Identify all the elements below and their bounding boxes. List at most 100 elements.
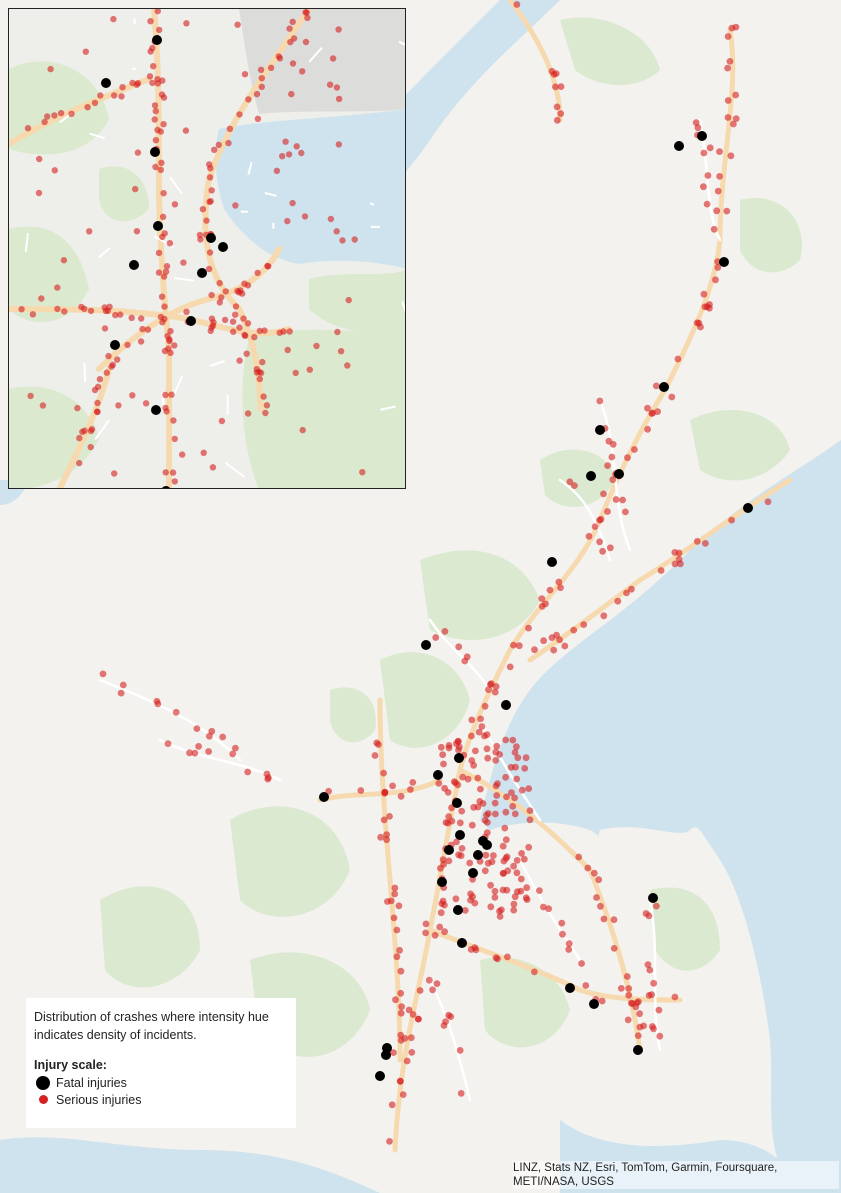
inset-serious-crash-dot: [163, 408, 170, 415]
serious-crash-dot: [726, 58, 734, 65]
serious-crash-dot: [506, 663, 514, 671]
legend-scale-title: Injury scale:: [34, 1058, 107, 1072]
inset-serious-crash-dot: [87, 443, 94, 451]
major-road-6: [377, 697, 403, 1063]
serious-crash-dot: [487, 903, 495, 911]
inset-serious-crash-dot: [208, 187, 215, 194]
serious-crash-dot: [436, 923, 444, 931]
inset-serious-crash-dot: [150, 63, 157, 70]
legend-item-fatal: Fatal injuries: [34, 1074, 288, 1091]
serious-crash-dot: [706, 144, 714, 152]
inset-serious-crash-dot: [302, 38, 310, 46]
inset-serious-crash-dot: [161, 230, 168, 237]
serious-crash-dot: [491, 887, 499, 895]
inset-serious-crash-dot: [96, 376, 104, 383]
inset-serious-crash-dot: [237, 287, 244, 294]
inset-serious-crash-dot: [215, 141, 222, 149]
serious-crash-dot: [390, 914, 398, 922]
serious-crash-dot: [487, 681, 494, 688]
inset-serious-crash-dot: [326, 81, 334, 88]
serious-crash-dot: [380, 816, 388, 824]
serious-crash-dot: [397, 1077, 404, 1085]
inset-serious-crash-dot: [229, 318, 237, 325]
serious-crash-dot: [432, 634, 440, 641]
serious-crash-dot: [525, 785, 533, 792]
inset-serious-crash-dot: [171, 201, 179, 208]
inset-serious-crash-dot: [236, 324, 243, 331]
serious-crash-dot: [521, 765, 529, 772]
inset-serious-crash-dot: [137, 338, 145, 345]
serious-crash-dot: [510, 900, 518, 908]
serious-crash-dot: [732, 91, 740, 99]
serious-crash-dot: [496, 913, 504, 920]
serious-injury-dots: [99, 1, 772, 1145]
inset-serious-crash-dot: [161, 303, 168, 310]
inset-map-canvas[interactable]: [9, 9, 406, 489]
inset-serious-crash-dot: [207, 327, 214, 335]
inset-map[interactable]: [8, 8, 406, 489]
serious-crash-dot: [501, 824, 509, 832]
serious-crash-dot: [578, 960, 585, 967]
inset-fatal-crash-dot: [218, 242, 228, 252]
inset-serious-crash-dot: [256, 327, 263, 335]
inset-serious-crash-dot: [86, 228, 93, 235]
serious-crash-dot: [206, 732, 213, 740]
serious-crash-dot: [710, 225, 718, 233]
serious-crash-dot: [386, 1138, 393, 1145]
serious-crash-dot: [590, 869, 598, 877]
inset-serious-crash-dot: [335, 141, 342, 148]
serious-crash-dot: [565, 946, 573, 953]
serious-crash-dot: [414, 1015, 422, 1023]
serious-crash-dot: [481, 867, 489, 875]
park-area-6: [480, 957, 570, 1048]
inset-serious-crash-dot: [298, 149, 305, 157]
inset-minor-road: [94, 419, 110, 441]
serious-crash-dot: [538, 603, 546, 610]
serious-crash-dot: [655, 1006, 663, 1014]
inset-serious-crash-dot: [149, 44, 156, 52]
serious-crash-dot: [445, 857, 453, 865]
inset-serious-crash-dot: [304, 14, 311, 21]
serious-crash-dot: [525, 624, 532, 632]
inset-serious-crash-dot: [94, 399, 101, 407]
inset-serious-crash-dot: [152, 163, 159, 171]
legend-label-fatal: Fatal injuries: [56, 1075, 127, 1090]
serious-crash-dot: [732, 115, 740, 122]
inset-serious-crash-dot: [118, 93, 125, 100]
serious-crash-dot: [714, 264, 722, 271]
serious-crash-dot: [491, 799, 499, 807]
serious-crash-dot: [570, 626, 578, 634]
inset-serious-crash-dot: [105, 352, 112, 360]
inset-serious-crash-dot: [124, 341, 131, 349]
inset-fatal-crash-dot: [153, 221, 163, 231]
serious-crash-dot: [585, 532, 593, 540]
inset-serious-crash-dot: [169, 469, 177, 476]
serious-crash-dot: [397, 967, 405, 975]
inset-serious-crash-dot: [154, 9, 161, 15]
serious-crash-dot: [381, 789, 389, 796]
serious-crash-dot: [99, 670, 107, 678]
inset-serious-crash-dot: [262, 409, 269, 417]
inset-serious-crash-dot: [299, 426, 306, 434]
inset-serious-crash-dot: [240, 315, 247, 322]
serious-crash-dot: [450, 778, 458, 785]
serious-crash-dot: [492, 810, 499, 818]
inset-serious-crash-dot: [199, 206, 207, 213]
serious-crash-dot: [584, 864, 592, 872]
serious-crash-dot: [723, 207, 731, 215]
park-area-8: [690, 410, 790, 481]
inset-serious-crash-dot: [47, 65, 54, 73]
serious-crash-dot: [459, 773, 467, 781]
inset-serious-crash-dot: [216, 299, 223, 306]
serious-crash-dot: [503, 793, 510, 801]
inset-serious-crash-dot: [301, 213, 309, 220]
inset-serious-crash-dot: [339, 237, 346, 244]
fatal-crash-dot: [473, 850, 483, 860]
serious-crash-dot: [518, 850, 525, 857]
serious-crash-dot: [531, 646, 538, 654]
legend-label-serious: Serious injuries: [56, 1092, 142, 1107]
inset-serious-crash-dot: [152, 107, 159, 115]
serious-crash-dot: [437, 909, 445, 917]
